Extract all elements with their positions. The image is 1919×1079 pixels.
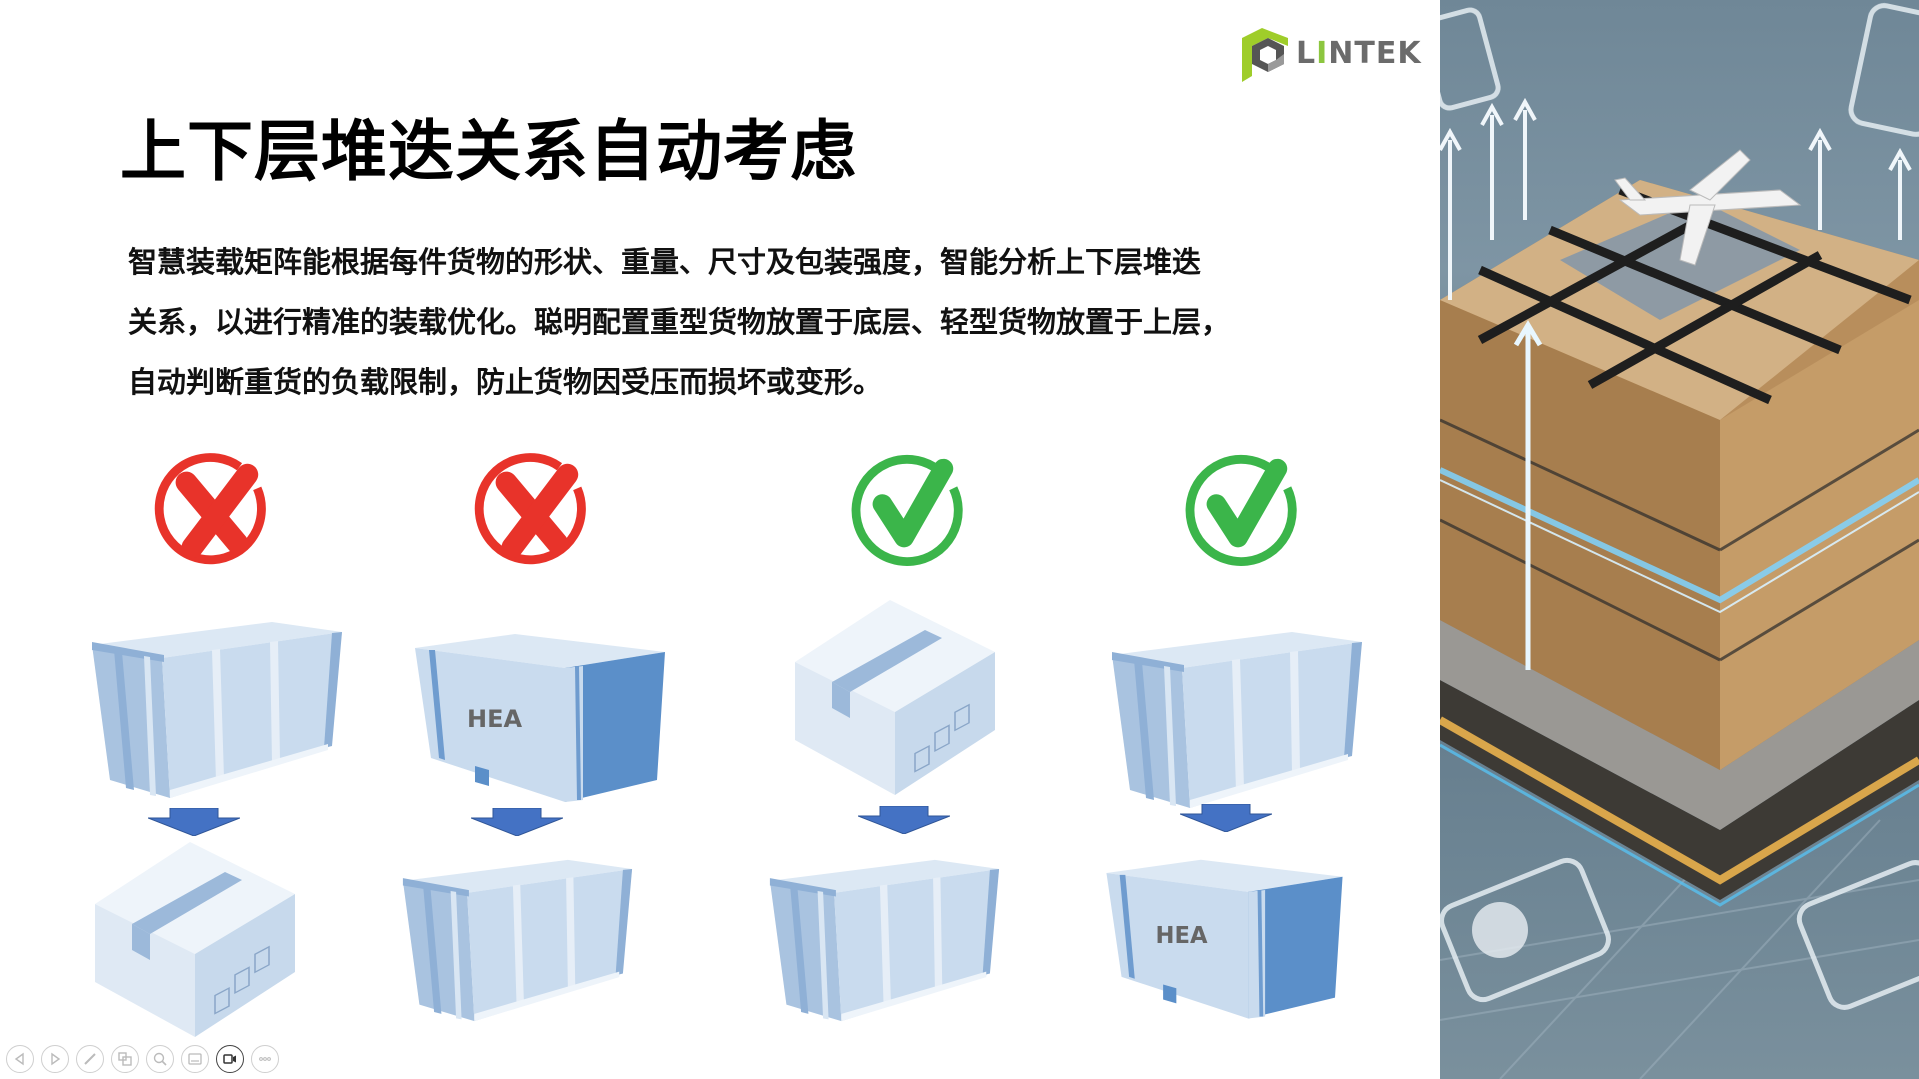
slide-title: 上下层堆迭关系自动考虑 <box>120 113 857 190</box>
svg-text:HEA: HEA <box>1156 923 1208 949</box>
carton-box-illustration <box>95 842 295 1037</box>
long-crate-illustration <box>92 622 342 798</box>
check-circle-icon <box>851 454 963 566</box>
long-crate-illustration <box>769 859 1000 1022</box>
description-line: 自动判断重货的负载限制，防止货物因受压而损坏或变形。 <box>128 365 883 399</box>
x-circle-icon <box>154 453 266 565</box>
presentation-toolbar <box>6 1045 279 1077</box>
subtitles-icon <box>188 1053 202 1065</box>
cargo-stacking-photo <box>1440 0 1919 1079</box>
camera-button[interactable] <box>216 1045 244 1073</box>
long-crate-illustration <box>1112 632 1362 808</box>
logo-wordmark: LINTEK <box>1296 36 1422 71</box>
carton-box-illustration <box>795 600 995 795</box>
long-crate-illustration <box>402 859 633 1022</box>
check-circle-icon <box>1185 454 1297 566</box>
ellipsis-icon <box>259 1057 271 1061</box>
heavy-crate-illustration: HEA <box>415 634 665 802</box>
cargo-pallet-illustration <box>1440 3 1919 1079</box>
arrow-down-icon <box>1180 804 1272 832</box>
logo-mark-icon <box>1242 28 1288 82</box>
x-circle-icon <box>474 453 586 565</box>
triangle-left-icon <box>14 1052 24 1066</box>
more-options-button[interactable] <box>251 1045 279 1073</box>
pen-icon <box>84 1053 96 1065</box>
subtitles-button[interactable] <box>181 1045 209 1073</box>
svg-text:HEA: HEA <box>467 705 522 733</box>
heavy-crate-illustration: HEA <box>1106 859 1343 1019</box>
triangle-right-icon <box>51 1052 61 1066</box>
magnifier-icon <box>153 1052 167 1066</box>
arrow-down-icon <box>471 808 563 836</box>
arrow-down-icon <box>148 808 240 836</box>
previous-slide-button[interactable] <box>6 1045 34 1073</box>
next-slide-button[interactable] <box>41 1045 69 1073</box>
arrow-down-icon <box>858 806 950 834</box>
slides-overview-button[interactable] <box>111 1045 139 1073</box>
zoom-button[interactable] <box>146 1045 174 1073</box>
lintek-logo: LINTEK <box>1240 24 1421 86</box>
pen-button[interactable] <box>76 1045 104 1073</box>
description-line: 关系，以进行精准的装载优化。聪明配置重型货物放置于底层、轻型货物放置于上层， <box>128 305 1231 339</box>
slide-description: 智慧装载矩阵能根据每件货物的形状、重量、尺寸及包装强度，智能分析上下层堆迭 关系… <box>128 232 1418 412</box>
video-camera-icon <box>223 1054 236 1064</box>
slides-icon <box>118 1052 132 1066</box>
description-line: 智慧装载矩阵能根据每件货物的形状、重量、尺寸及包装强度，智能分析上下层堆迭 <box>128 245 1202 279</box>
